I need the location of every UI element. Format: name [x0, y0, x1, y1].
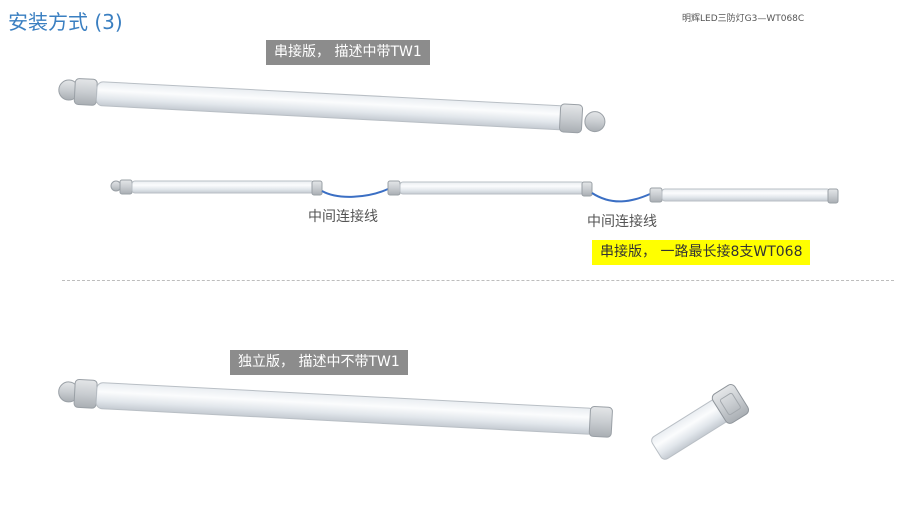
standalone-end-cap-closeup [651, 384, 750, 460]
connector-cable-label-2: 中间连接线 [587, 214, 657, 230]
page-title: 安装方式 (3) [8, 10, 123, 34]
standalone-fixture-image [58, 378, 613, 438]
connector-cable-label-1: 中间连接线 [308, 209, 378, 225]
series-max-count-highlight: 串接版， 一路最长接8支WT068 [592, 240, 811, 265]
series-version-label: 串接版， 描述中带TW1 [266, 40, 430, 65]
standalone-version-label: 独立版， 描述中不带TW1 [230, 350, 408, 375]
series-connection-diagram [110, 179, 839, 204]
section-divider [62, 280, 894, 281]
series-fixture-image [58, 78, 606, 134]
product-model-note: 明辉LED三防灯G3—WT068C [682, 14, 805, 24]
